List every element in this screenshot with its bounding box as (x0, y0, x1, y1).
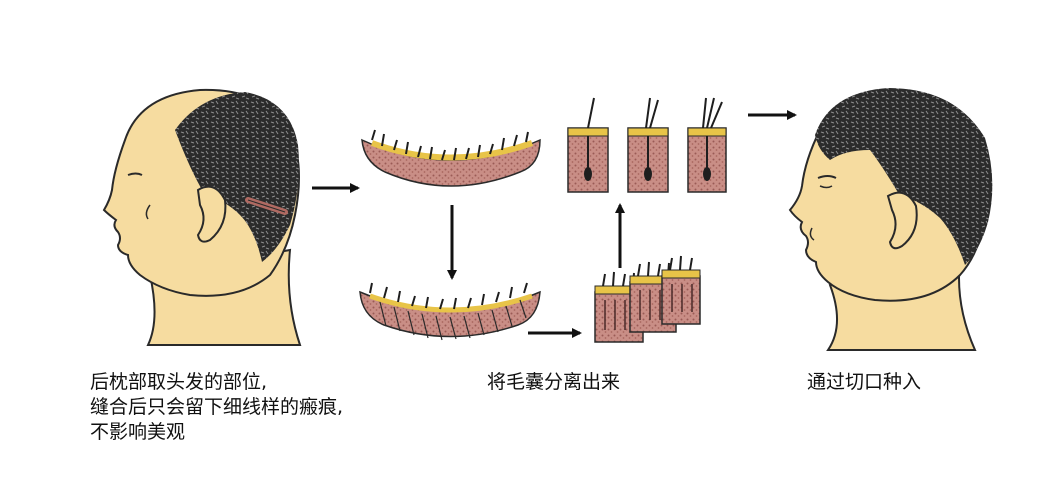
scalp-strip-top (361, 129, 541, 187)
scalp-strip-sliced (359, 282, 541, 341)
caption-implant: 通过切口种入 (807, 371, 922, 393)
caption-donor-line1: 后枕部取头发的部位, (90, 371, 268, 393)
caption-donor-line2: 缝合后只会留下细线样的瘢痕, (90, 396, 344, 418)
caption-separate-follicles: 将毛囊分离出来 (487, 371, 621, 393)
caption-donor-line3: 不影响美观 (90, 421, 186, 443)
balding-head-illustration (102, 88, 302, 346)
follicle-units-group (567, 97, 727, 193)
restored-head-illustration (788, 88, 993, 351)
graft-blocks-group (594, 255, 701, 343)
caption-donor-area: 后枕部取头发的部位, 缝合后只会留下细线样的瘢痕, 不影响美观 (90, 370, 343, 445)
